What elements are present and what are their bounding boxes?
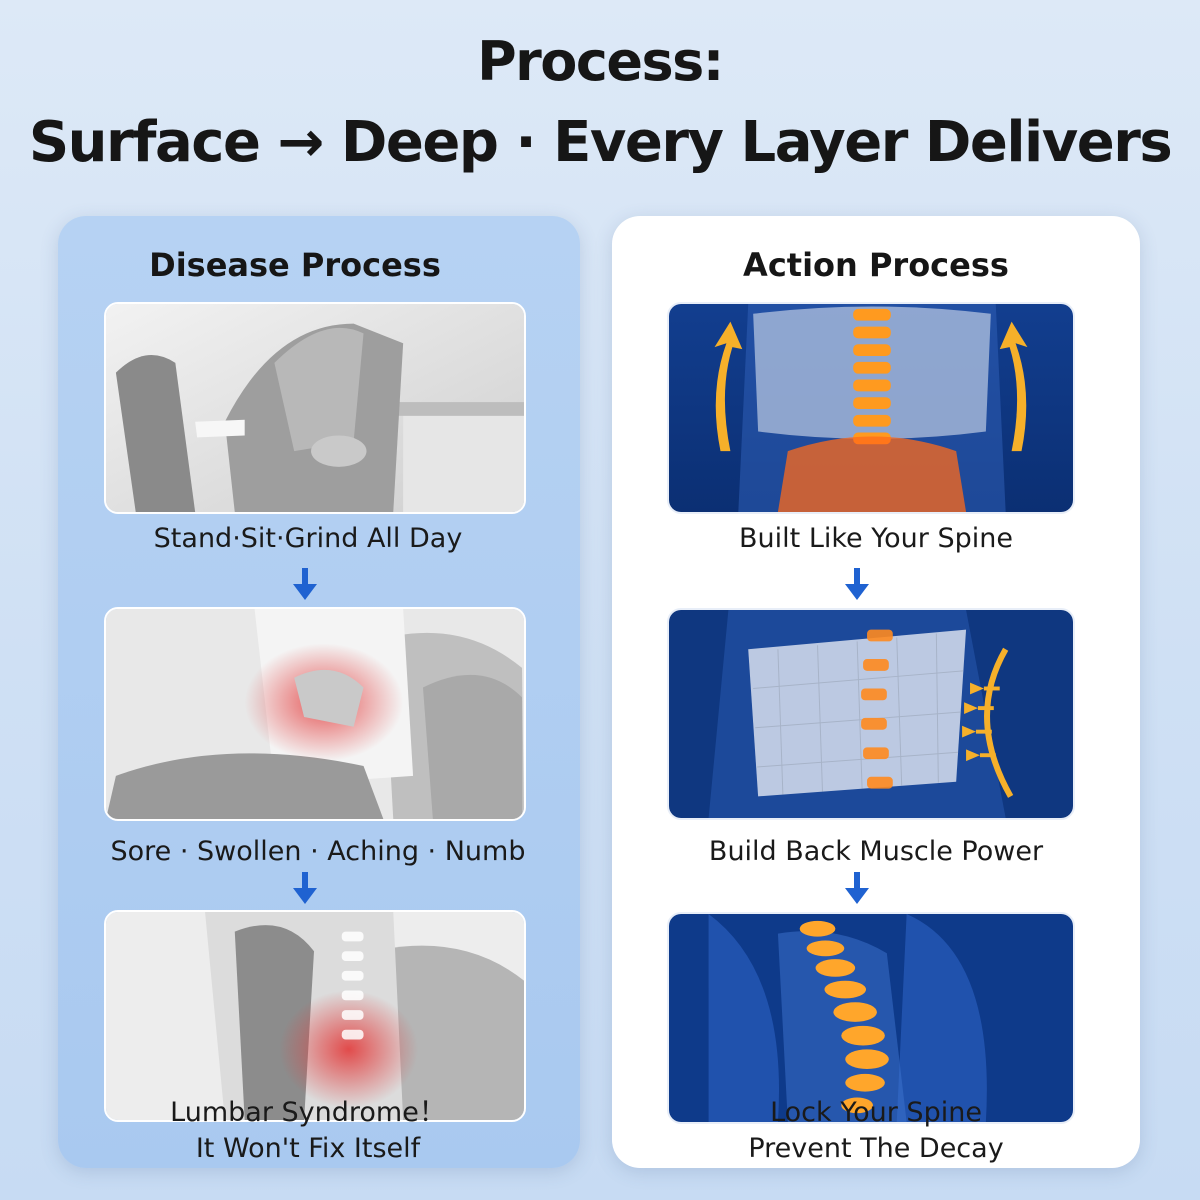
arrow-down-icon xyxy=(293,568,317,600)
page-title: Process: xyxy=(477,30,724,93)
action-caption-1: Built Like Your Spine xyxy=(739,523,1013,554)
action-caption-3a: Lock Your Spine xyxy=(770,1097,982,1128)
disease-caption-3b: It Won't Fix Itself xyxy=(195,1133,421,1164)
disease-process-heading: Disease Process xyxy=(149,246,441,284)
disease-caption-3a: Lumbar Syndrome！ xyxy=(170,1097,446,1128)
back-muscle-support-xray-image xyxy=(667,608,1075,820)
arrow-down-icon xyxy=(845,872,869,904)
action-caption-2: Build Back Muscle Power xyxy=(708,836,1044,867)
disease-caption-2: Sore · Swollen · Aching · Numb xyxy=(110,836,526,867)
support-belt-xray-image xyxy=(667,302,1075,514)
page-subtitle: Surface → Deep · Every Layer Delivers xyxy=(28,110,1173,175)
sitting-office-photo xyxy=(104,302,526,514)
lower-back-pain-photo xyxy=(104,607,526,821)
lumbar-spine-pain-photo xyxy=(104,910,526,1122)
action-caption-3b: Prevent The Decay xyxy=(748,1133,1004,1164)
arrow-down-icon xyxy=(293,872,317,904)
stable-spine-xray-image xyxy=(667,912,1075,1124)
arrow-down-icon xyxy=(845,568,869,600)
action-process-heading: Action Process xyxy=(743,246,1009,284)
disease-caption-1: Stand·Sit·Grind All Day xyxy=(153,523,463,554)
